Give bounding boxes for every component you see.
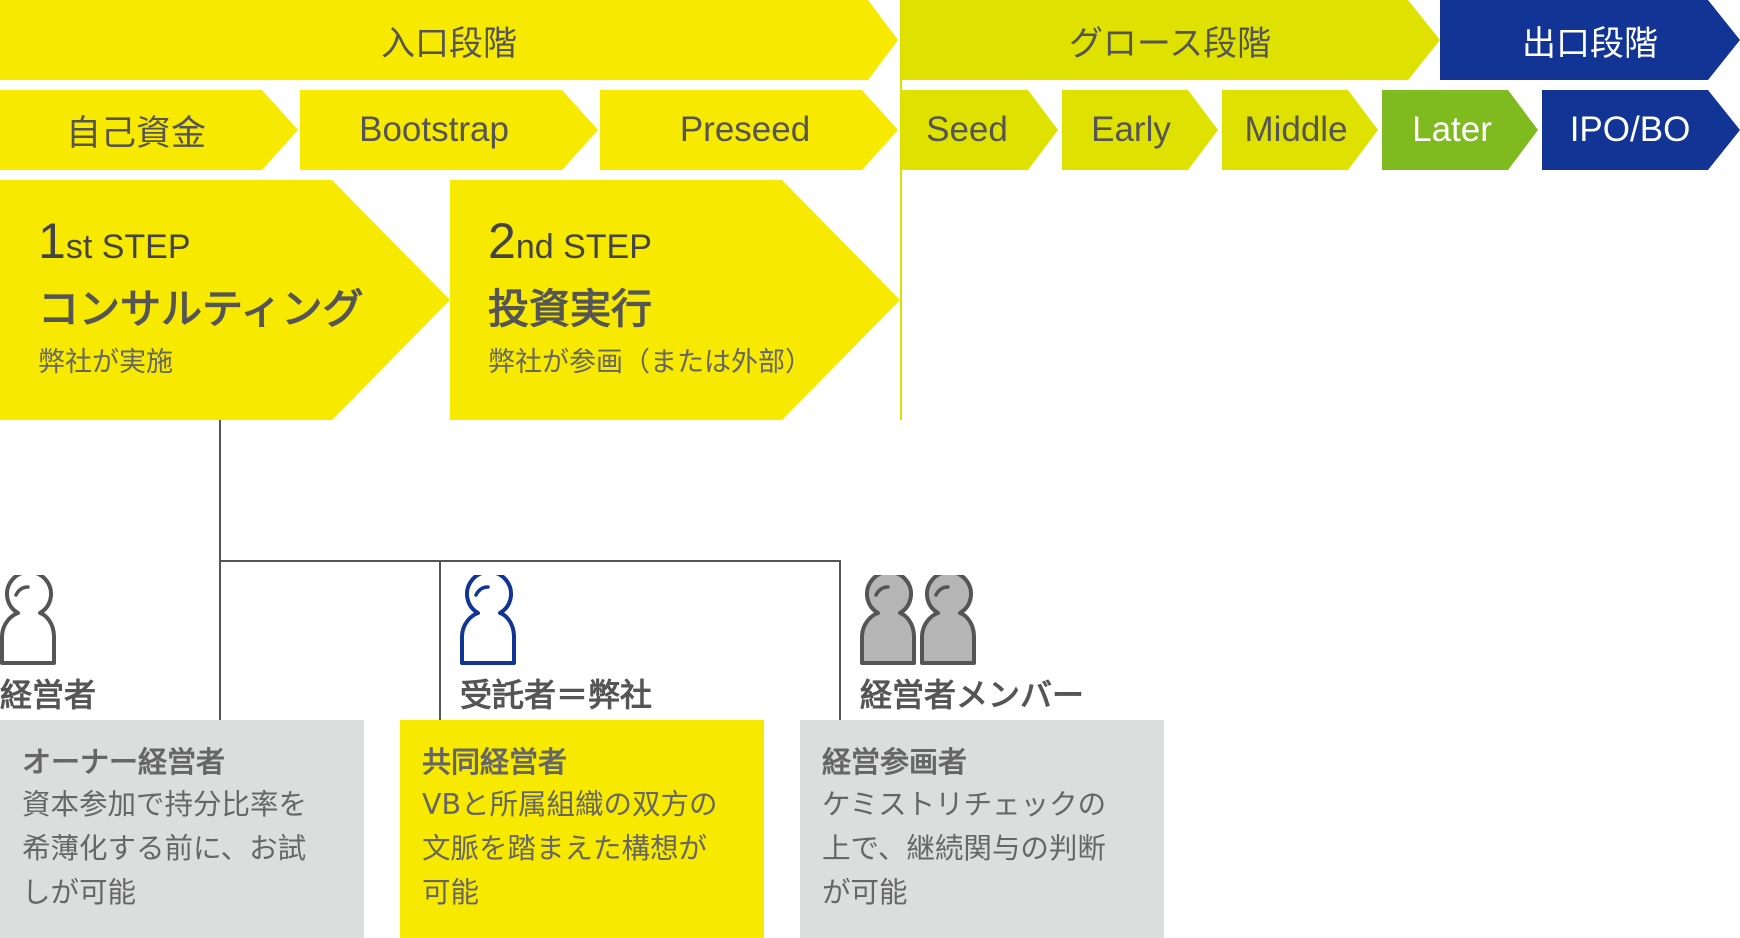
connector-vertical-middle bbox=[439, 560, 441, 720]
stage-entry: 入口段階 bbox=[0, 0, 898, 80]
role-label-manager: 経営者 bbox=[0, 676, 97, 714]
substage-later: Later bbox=[1382, 90, 1538, 170]
role-label-member: 経営者メンバー bbox=[860, 676, 1085, 714]
step-2-suffix: nd STEP bbox=[515, 228, 652, 266]
card-body: 資本参加で持分比率を 希薄化する前に、お試 しが可能 bbox=[22, 783, 342, 915]
step-1-desc: 弊社が実施 bbox=[38, 347, 173, 378]
stage-divider-line bbox=[900, 0, 902, 420]
step-1-consulting: 1st STEP コンサルティング 弊社が実施 bbox=[0, 180, 450, 420]
substage-middle: Middle bbox=[1222, 90, 1378, 170]
step-1-number: 1 bbox=[38, 213, 66, 269]
step-1-suffix: st STEP bbox=[65, 228, 191, 266]
card-line: 可能 bbox=[422, 876, 480, 909]
step-2-title: 投資実行 bbox=[488, 285, 652, 333]
substage-self-funding: 自己資金 bbox=[0, 90, 298, 170]
card-line: 上で、継続関与の判断 bbox=[822, 832, 1106, 865]
card-title: オーナー経営者 bbox=[22, 745, 226, 779]
card-line: VBと所属組織の双方の bbox=[422, 788, 718, 821]
substage-bootstrap: Bootstrap bbox=[300, 90, 598, 170]
card-line: 文脈を踏まえた構想が bbox=[422, 832, 708, 865]
card-line: 資本参加で持分比率を bbox=[22, 788, 308, 821]
substage-seed: Seed bbox=[902, 90, 1058, 170]
person-outline-icon bbox=[0, 575, 56, 665]
connector-vertical-right bbox=[839, 560, 841, 720]
substage-early: Early bbox=[1062, 90, 1218, 170]
step-1-title: コンサルティング bbox=[38, 285, 364, 333]
card-co-manager: 共同経営者 VBと所属組織の双方の 文脈を踏まえた構想が 可能 bbox=[400, 720, 764, 938]
card-title: 経営参画者 bbox=[822, 745, 968, 779]
step-2-label: 2nd STEP bbox=[488, 212, 652, 270]
card-title: 共同経営者 bbox=[422, 745, 568, 779]
substage-preseed: Preseed bbox=[600, 90, 898, 170]
stage-growth: グロース段階 bbox=[900, 0, 1440, 80]
card-body: VBと所属組織の双方の 文脈を踏まえた構想が 可能 bbox=[422, 783, 742, 915]
card-body: ケミストリチェックの 上で、継続関与の判断 が可能 bbox=[822, 783, 1142, 915]
card-line: が可能 bbox=[822, 876, 908, 909]
card-line: しが可能 bbox=[22, 876, 137, 909]
substage-ipo-bo: IPO/BO bbox=[1542, 90, 1740, 170]
people-group-icon bbox=[860, 575, 976, 665]
connector-vertical-main bbox=[219, 420, 221, 720]
card-management-participant: 経営参画者 ケミストリチェックの 上で、継続関与の判断 が可能 bbox=[800, 720, 1164, 938]
step-2-investment: 2nd STEP 投資実行 弊社が参画（または外部） bbox=[450, 180, 900, 420]
card-line: ケミストリチェックの bbox=[822, 788, 1107, 821]
role-label-trustee: 受託者＝弊社 bbox=[460, 676, 653, 714]
card-line: 希薄化する前に、お試 bbox=[22, 832, 307, 865]
step-2-number: 2 bbox=[488, 213, 516, 269]
stage-exit: 出口段階 bbox=[1440, 0, 1740, 80]
step-2-desc: 弊社が参画（または外部） bbox=[488, 347, 812, 378]
person-outline-icon bbox=[460, 575, 516, 665]
card-owner-manager: オーナー経営者 資本参加で持分比率を 希薄化する前に、お試 しが可能 bbox=[0, 720, 364, 938]
connector-horizontal bbox=[219, 560, 841, 562]
step-1-label: 1st STEP bbox=[38, 212, 191, 270]
